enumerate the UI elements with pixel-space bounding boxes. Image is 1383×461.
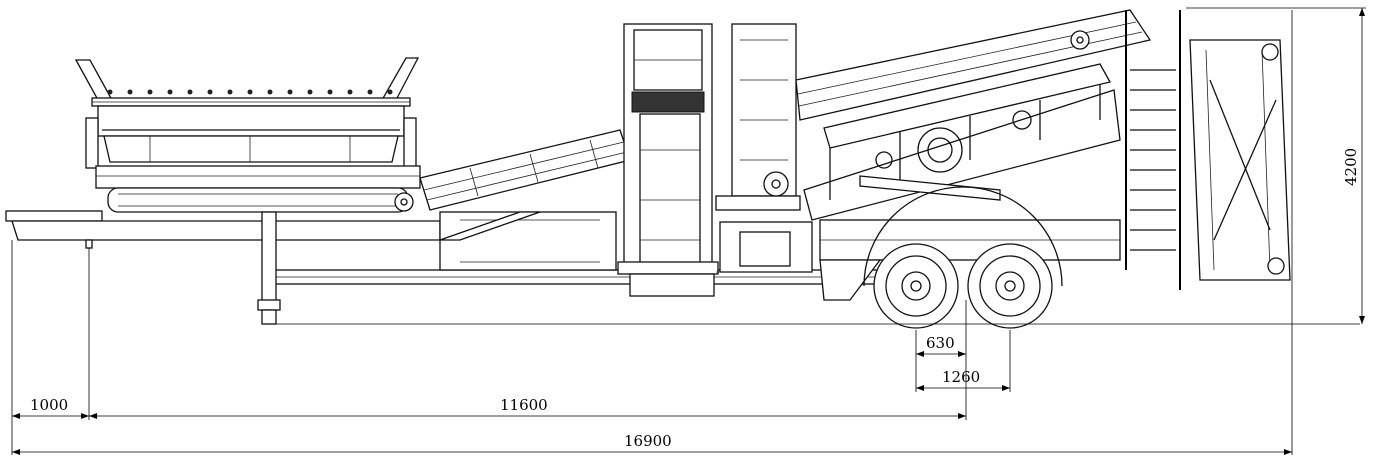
access-ladder [1125, 10, 1181, 290]
rear-folding-conveyor [1189, 39, 1291, 281]
dim-label-1000: 1000 [30, 396, 68, 414]
dim-label-1260: 1260 [942, 368, 980, 386]
dim-front-overhang: 1000 [12, 396, 89, 419]
wheel-front [873, 243, 959, 329]
dim-label-11600: 11600 [500, 396, 548, 414]
dim-overall-length: 16900 [12, 432, 1292, 455]
dim-overall-height: 4200 [1342, 8, 1365, 324]
vertical-elevator-right [715, 23, 813, 273]
dim-kingpin-to-axle: 11600 [89, 396, 966, 419]
wheel-rear [967, 243, 1053, 329]
dim-axle-half-spacing: 630 [916, 334, 966, 357]
feed-hopper [74, 57, 421, 213]
hopper-bolt-row [107, 89, 393, 95]
dim-label-630: 630 [926, 334, 955, 352]
inclined-feed-conveyor [419, 129, 631, 211]
axle-fender [863, 186, 1063, 287]
upper-inclined-conveyor [795, 9, 1152, 121]
vertical-elevator-left [617, 23, 719, 297]
vibrating-screen [763, 63, 1121, 221]
dim-axle-spacing: 1260 [916, 368, 1010, 391]
dim-label-4200: 4200 [1342, 148, 1360, 186]
dim-label-16900: 16900 [624, 432, 672, 450]
